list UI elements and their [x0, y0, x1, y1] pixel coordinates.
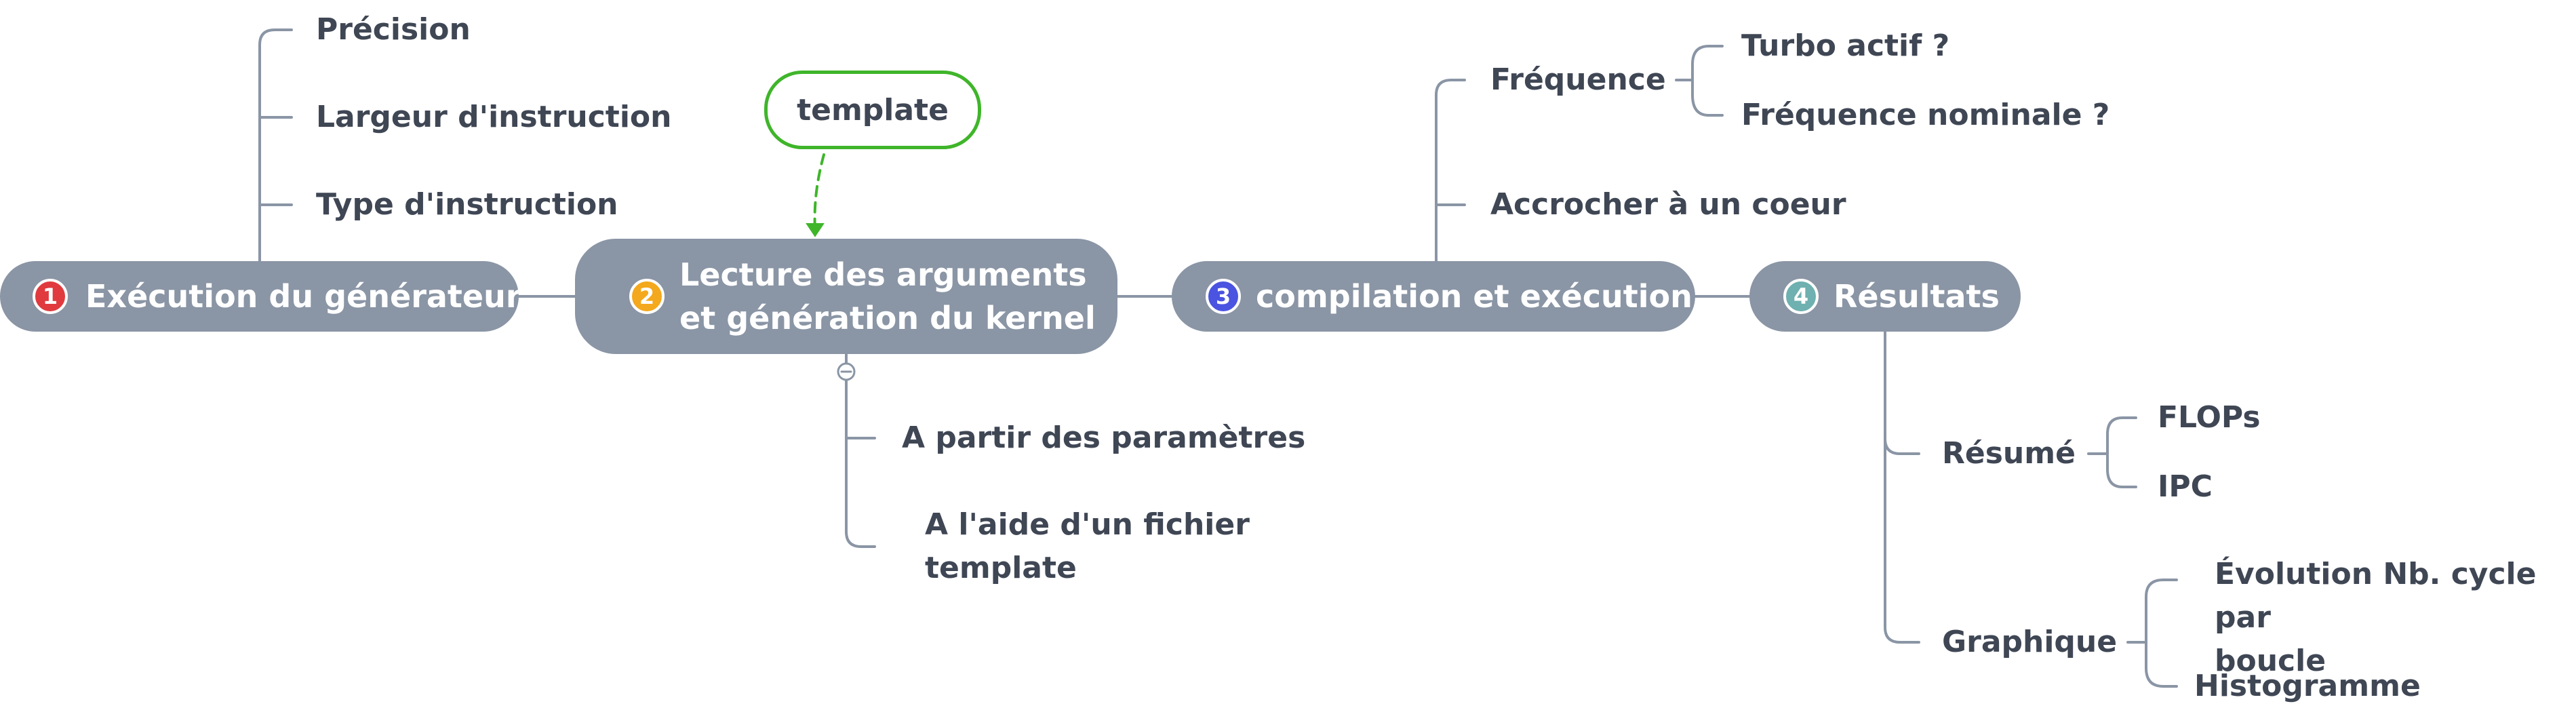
- leaf-flops[interactable]: FLOPs: [2158, 400, 2261, 435]
- connector-resume-children: [2087, 416, 2137, 488]
- node-2-label: Lecture des arguments et génération du k…: [679, 256, 1096, 336]
- connector-graphique-children: [2126, 579, 2178, 688]
- node-4[interactable]: 4 Résultats: [1749, 261, 2021, 332]
- leaf-resume[interactable]: Résumé: [1942, 436, 2076, 471]
- leaf-turbo-actif[interactable]: Turbo actif ?: [1741, 28, 1950, 63]
- node-2[interactable]: 2 Lecture des arguments et génération du…: [575, 239, 1117, 354]
- leaf-frequence-nominale[interactable]: Fréquence nominale ?: [1741, 98, 2110, 132]
- template-callout[interactable]: template: [764, 71, 981, 149]
- leaf-histogramme[interactable]: Histogramme: [2194, 669, 2421, 703]
- leaf-precision[interactable]: Précision: [316, 12, 471, 47]
- badge-2-icon: 2: [629, 279, 665, 314]
- leaf-graphique[interactable]: Graphique: [1942, 625, 2118, 659]
- badge-4-icon: 4: [1783, 279, 1819, 314]
- leaf-largeur-instruction[interactable]: Largeur d'instruction: [316, 100, 672, 134]
- node-1[interactable]: 1 Exécution du générateur: [0, 261, 521, 332]
- node-1-label: Exécution du générateur: [85, 278, 521, 315]
- leaf-ipc[interactable]: IPC: [2158, 469, 2213, 504]
- connector-n2-children: [845, 353, 876, 548]
- minus-circle-icon[interactable]: [837, 362, 856, 381]
- leaf-evolution-cycle[interactable]: Évolution Nb. cycle par boucle: [2215, 557, 2537, 678]
- badge-1-icon: 1: [33, 279, 68, 314]
- badge-3-icon: 3: [1206, 279, 1241, 314]
- connector-n3-children: [1435, 79, 1466, 262]
- connector-n1-children: [258, 28, 293, 262]
- node-3[interactable]: 3 compilation et exécution: [1172, 261, 1695, 332]
- relationship-arrow: [813, 153, 825, 232]
- node-4-label: Résultats: [1834, 278, 2000, 315]
- connector-n4-children: [1884, 331, 1920, 644]
- leaf-type-instruction[interactable]: Type d'instruction: [316, 187, 618, 222]
- leaf-fichier-template[interactable]: A l'aide d'un fichier template: [925, 507, 1250, 585]
- leaf-accrocher-coeur[interactable]: Accrocher à un coeur: [1490, 187, 1846, 222]
- leaf-frequence[interactable]: Fréquence: [1490, 62, 1666, 97]
- connector-frequence-children: [1675, 45, 1724, 117]
- relationship-arrowhead: [806, 223, 825, 237]
- node-3-label: compilation et exécution: [1256, 278, 1692, 315]
- leaf-a-partir-parametres[interactable]: A partir des paramètres: [902, 420, 1306, 455]
